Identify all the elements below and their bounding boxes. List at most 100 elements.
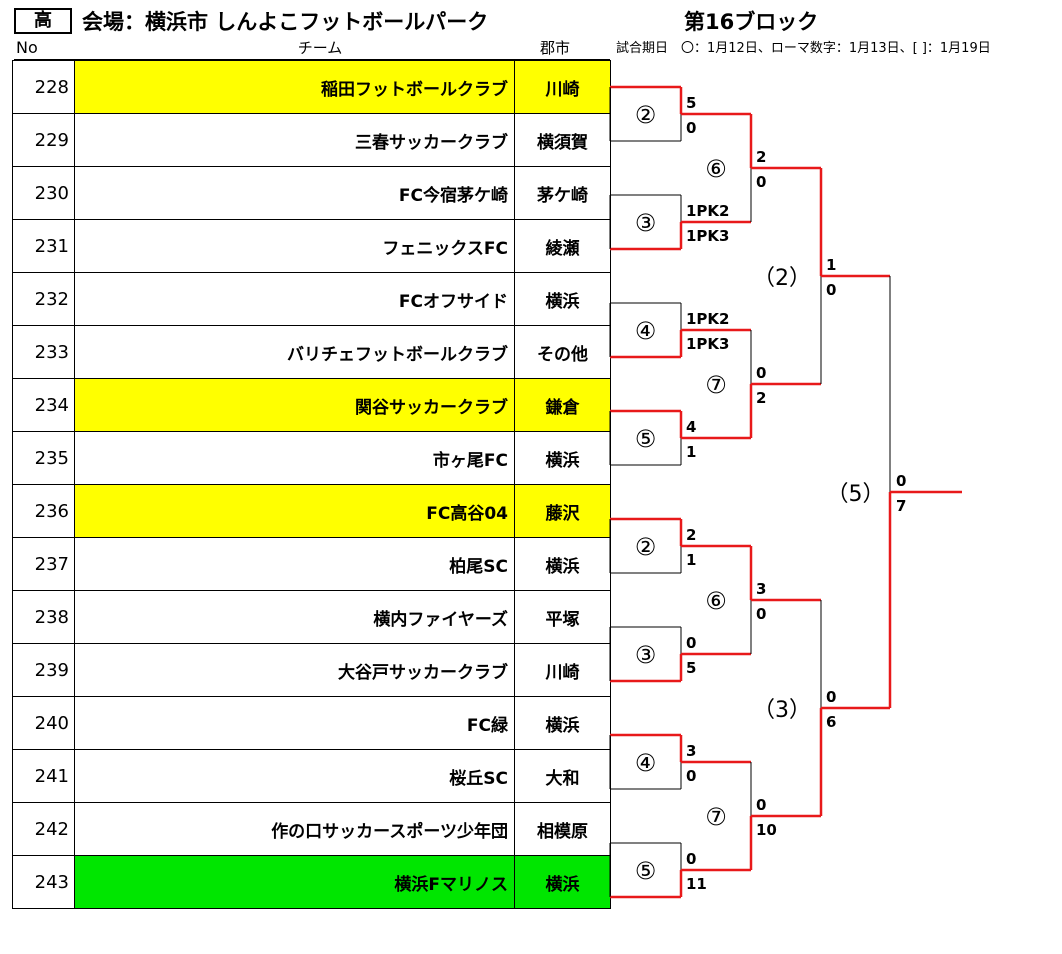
score-top: 1PK2	[686, 202, 730, 220]
team-name: FC高谷04	[74, 484, 515, 538]
team-number: 242	[12, 802, 75, 856]
score-bottom: 10	[756, 821, 777, 839]
score-top: 0	[756, 796, 766, 814]
venue-title: 会場：横浜市 しんよこフットボールパーク	[82, 10, 489, 34]
team-number: 230	[12, 166, 75, 220]
match-label: ⑥	[705, 587, 727, 615]
score-bottom: 1	[686, 551, 696, 569]
team-number: 236	[12, 484, 75, 538]
team-city: 川崎	[514, 60, 611, 114]
score-bottom: 6	[826, 713, 836, 731]
score-bottom: 7	[896, 497, 906, 515]
team-number: 240	[12, 696, 75, 750]
score-bottom: 5	[686, 659, 696, 677]
match-date-legend: 試合期日 〇：1月12日、ローマ数字：1月13日、[ ]：1月19日	[616, 41, 991, 56]
team-city: 横須賀	[514, 113, 611, 167]
team-city: 横浜	[514, 855, 611, 909]
match-label: （3）	[753, 698, 811, 723]
score-top: 0	[896, 472, 906, 490]
team-city: 茅ケ崎	[514, 166, 611, 220]
team-name: 大谷戸サッカークラブ	[74, 643, 515, 697]
score-bottom: 0	[756, 173, 766, 191]
team-name: バリチェフットボールクラブ	[74, 325, 515, 379]
score-top: 2	[756, 148, 766, 166]
team-city: 横浜	[514, 537, 611, 591]
team-city: 川崎	[514, 643, 611, 697]
match-label: ④	[635, 749, 657, 777]
score-top: 0	[686, 634, 696, 652]
match-label: ⑥	[705, 155, 727, 183]
score-top: 0	[826, 688, 836, 706]
score-top: 1PK2	[686, 310, 730, 328]
score-bottom: 0	[686, 119, 696, 137]
score-top: 2	[686, 526, 696, 544]
score-top: 1	[826, 256, 836, 274]
team-city: 横浜	[514, 431, 611, 485]
score-top: 0	[686, 850, 696, 868]
header-divider	[14, 59, 610, 60]
match-label: ③	[635, 209, 657, 237]
grade-label: 高	[14, 8, 72, 34]
score-bottom: 1PK3	[686, 335, 730, 353]
team-name: フェニックスFC	[74, 219, 515, 273]
match-label: ⑤	[635, 857, 657, 885]
match-label: ⑦	[705, 803, 727, 831]
score-bottom: 2	[756, 389, 766, 407]
score-top: 3	[756, 580, 766, 598]
score-top: 4	[686, 418, 696, 436]
column-header-no: No	[16, 38, 38, 57]
team-name: 稲田フットボールクラブ	[74, 60, 515, 114]
team-name: FC緑	[74, 696, 515, 750]
match-label: ②	[635, 101, 657, 129]
score-top: 5	[686, 94, 696, 112]
score-bottom: 11	[686, 875, 707, 893]
team-city: 平塚	[514, 590, 611, 644]
team-city: 鎌倉	[514, 378, 611, 432]
match-label: ③	[635, 641, 657, 669]
match-label: ②	[635, 533, 657, 561]
score-bottom: 1	[686, 443, 696, 461]
match-label: ⑦	[705, 371, 727, 399]
team-city: その他	[514, 325, 611, 379]
column-header-city: 郡市	[540, 39, 571, 57]
score-bottom: 0	[686, 767, 696, 785]
match-label: ④	[635, 317, 657, 345]
team-city: 藤沢	[514, 484, 611, 538]
score-bottom: 0	[826, 281, 836, 299]
score-bottom: 1PK3	[686, 227, 730, 245]
team-name: 横浜Fマリノス	[74, 855, 515, 909]
score-top: 0	[756, 364, 766, 382]
team-city: 横浜	[514, 272, 611, 326]
match-label: （2）	[753, 266, 811, 291]
team-name: FCオフサイド	[74, 272, 515, 326]
match-label: （5）	[827, 482, 885, 507]
team-name: 作の口サッカースポーツ少年団	[74, 802, 515, 856]
team-name: 桜丘SC	[74, 749, 515, 803]
team-name: 関谷サッカークラブ	[74, 378, 515, 432]
column-header-team: チーム	[297, 39, 343, 57]
match-label: ⑤	[635, 425, 657, 453]
team-city: 相模原	[514, 802, 611, 856]
score-bottom: 0	[756, 605, 766, 623]
block-title: 第16ブロック	[684, 10, 819, 34]
team-number: 234	[12, 378, 75, 432]
team-name: 柏尾SC	[74, 537, 515, 591]
score-top: 3	[686, 742, 696, 760]
team-city: 横浜	[514, 696, 611, 750]
team-number: 233	[12, 325, 75, 379]
